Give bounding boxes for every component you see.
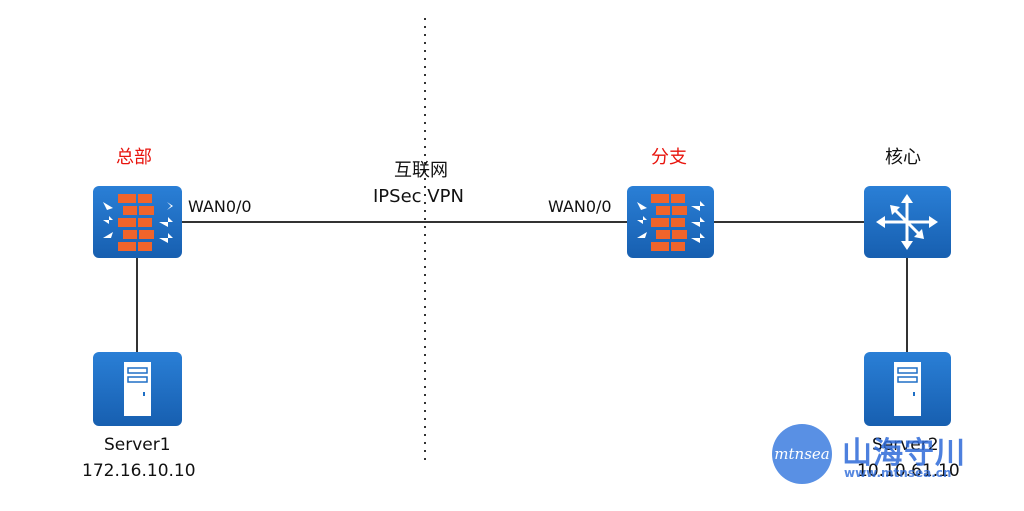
hq-wan-interface-label: WAN0/0 xyxy=(188,197,252,216)
server2-icon[interactable] xyxy=(864,352,951,426)
server1-icon[interactable] xyxy=(93,352,182,426)
core-zone-label: 核心 xyxy=(885,147,921,168)
watermark-name: 山海守川 xyxy=(842,436,966,471)
branch-zone-label: 分支 xyxy=(651,147,687,168)
core-router-icon[interactable] xyxy=(864,186,951,258)
watermark-logo: mtnsea xyxy=(772,424,832,484)
branch-firewall-icon[interactable] xyxy=(627,186,714,258)
watermark: mtnsea 山海守川 www.mtnsea.cn xyxy=(772,422,972,484)
hq-firewall-icon[interactable] xyxy=(93,186,182,258)
branch-wan-interface-label: WAN0/0 xyxy=(548,197,612,216)
server1-name: Server1 xyxy=(104,435,171,455)
internet-label: 互联网 xyxy=(394,160,448,181)
server2-name: Server2 xyxy=(872,435,939,455)
vpn-label: IPSec VPN xyxy=(373,186,464,207)
hq-zone-label: 总部 xyxy=(116,147,152,168)
server1-ip: 172.16.10.10 xyxy=(82,461,196,481)
watermark-url: www.mtnsea.cn xyxy=(844,466,952,480)
server2-ip: 10.10.61.10 xyxy=(857,461,960,481)
